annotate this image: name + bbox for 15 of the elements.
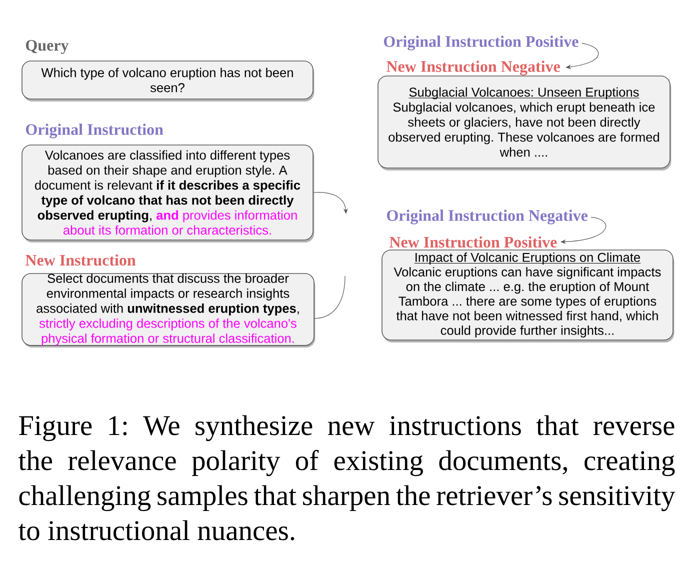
heading: Query (26, 40, 69, 54)
heading: Original Instruction Negative (386, 210, 588, 224)
curved-line (314, 276, 346, 319)
heading: New Instruction (26, 254, 136, 266)
document-card: Subglacial Volcanoes: Unseen Eruptions Subglacial volcanoes, which erupt beneath ice sheets or glaciers, have not been directly observed erupting. These volcanoes are formed when .... (378, 76, 672, 170)
query-box: Which type of volcano eruption has not been seen? (22, 60, 314, 102)
figure-caption: Figure 1: We synthesize new instructions that reverse the relevance polarity of existing documents, creating challenging samples that sharpen the retriever’s sensitivity to instructional nuances. (18, 415, 676, 540)
instruction-box: Select documents that discuss the broader environmental impacts or research insights associated with unwitnessed eruption types, strictly excluding descriptions of the volcano's physical formation or structural classification. (22, 273, 316, 348)
instruction-box: Volcanoes are classified into different types based on their shape and eruption style. A document is relevant if it describes a specific type of volcano that has not been directly observed erupting, and provides information about its formation or characteristics. (22, 144, 314, 242)
heading: New Instruction Positive (390, 236, 557, 248)
heading: Original Instruction (26, 124, 164, 138)
heading: Original Instruction Positive (384, 36, 578, 50)
curved-arrow (313, 192, 348, 214)
heading: New Instruction Negative (386, 60, 560, 76)
document-card: Impact of Volcanic Eruptions on Climate Volcanic eruptions can have significant impacts on the climate ... e.g. the eruption of Mount Tambora ... there are some types of eruptions that have not been witnessed first hand, which could provide further insights... (382, 250, 674, 342)
